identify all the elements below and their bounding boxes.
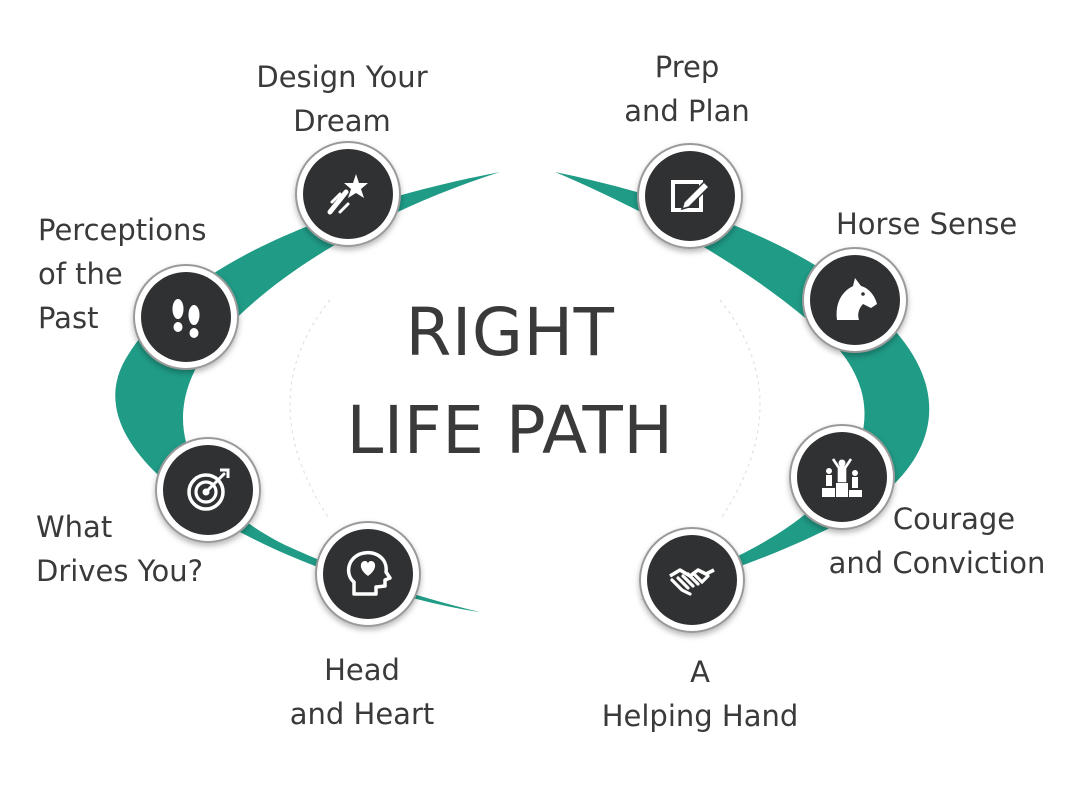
step-node-design-your-dream (295, 141, 401, 247)
step-label-line: A (690, 655, 710, 689)
step-label-prep-and-plan: Prep and Plan (592, 45, 782, 133)
step-label-head-and-heart: Head and Heart (262, 648, 462, 736)
step-label-line: Drives You? (36, 554, 204, 588)
step-label-line: Dream (293, 104, 391, 138)
shooting-star-icon (327, 174, 368, 215)
head-heart-icon (346, 550, 392, 596)
step-label-line: Past (38, 301, 99, 335)
diagram-title-line-2: LIFE PATH (346, 392, 674, 469)
podium-winners-icon (822, 458, 862, 497)
step-node-perceptions-of-the-past (133, 264, 239, 370)
step-label-a-helping-hand: A Helping Hand (580, 650, 820, 738)
step-label-line: Helping Hand (601, 699, 799, 733)
step-label-line: Design Your (256, 60, 428, 94)
step-label-line: of the (38, 257, 123, 291)
horse-head-icon (836, 278, 877, 320)
step-label-line: and Heart (289, 697, 435, 731)
step-node-horse-sense (802, 247, 908, 353)
step-node-head-and-heart (315, 521, 421, 627)
step-label-line: Prep (654, 50, 720, 84)
step-label-line: Head (324, 653, 400, 687)
step-label-perceptions-of-the-past: Perceptions of the Past (38, 208, 248, 340)
step-label-horse-sense: Horse Sense (836, 202, 1056, 246)
step-label-line: and Plan (624, 94, 750, 128)
step-node-prep-and-plan (637, 143, 743, 249)
step-label-line: What (36, 510, 113, 544)
step-label-line: Perceptions (38, 213, 207, 247)
handshake-icon (669, 568, 715, 596)
step-label-what-drives-you: What Drives You? (36, 505, 256, 593)
step-node-a-helping-hand (639, 527, 745, 633)
diagram-title-line-1: RIGHT (405, 294, 615, 371)
step-node-courage-and-conviction (789, 424, 895, 530)
step-label-courage-and-conviction: Courage and Conviction (806, 497, 1068, 585)
step-node-what-drives-you (155, 437, 261, 543)
step-node-disc (141, 272, 231, 362)
step-node-disc (303, 149, 393, 239)
step-label-line: Courage (892, 502, 1016, 536)
step-label-design-your-dream: Design Your Dream (232, 55, 452, 143)
edit-note-icon (671, 180, 711, 212)
target-icon (187, 468, 230, 511)
inner-guide-arcs (289, 299, 761, 521)
step-label-line: and Conviction (828, 546, 1046, 580)
step-label-line: Horse Sense (836, 207, 1018, 241)
footprints-icon (172, 299, 200, 338)
